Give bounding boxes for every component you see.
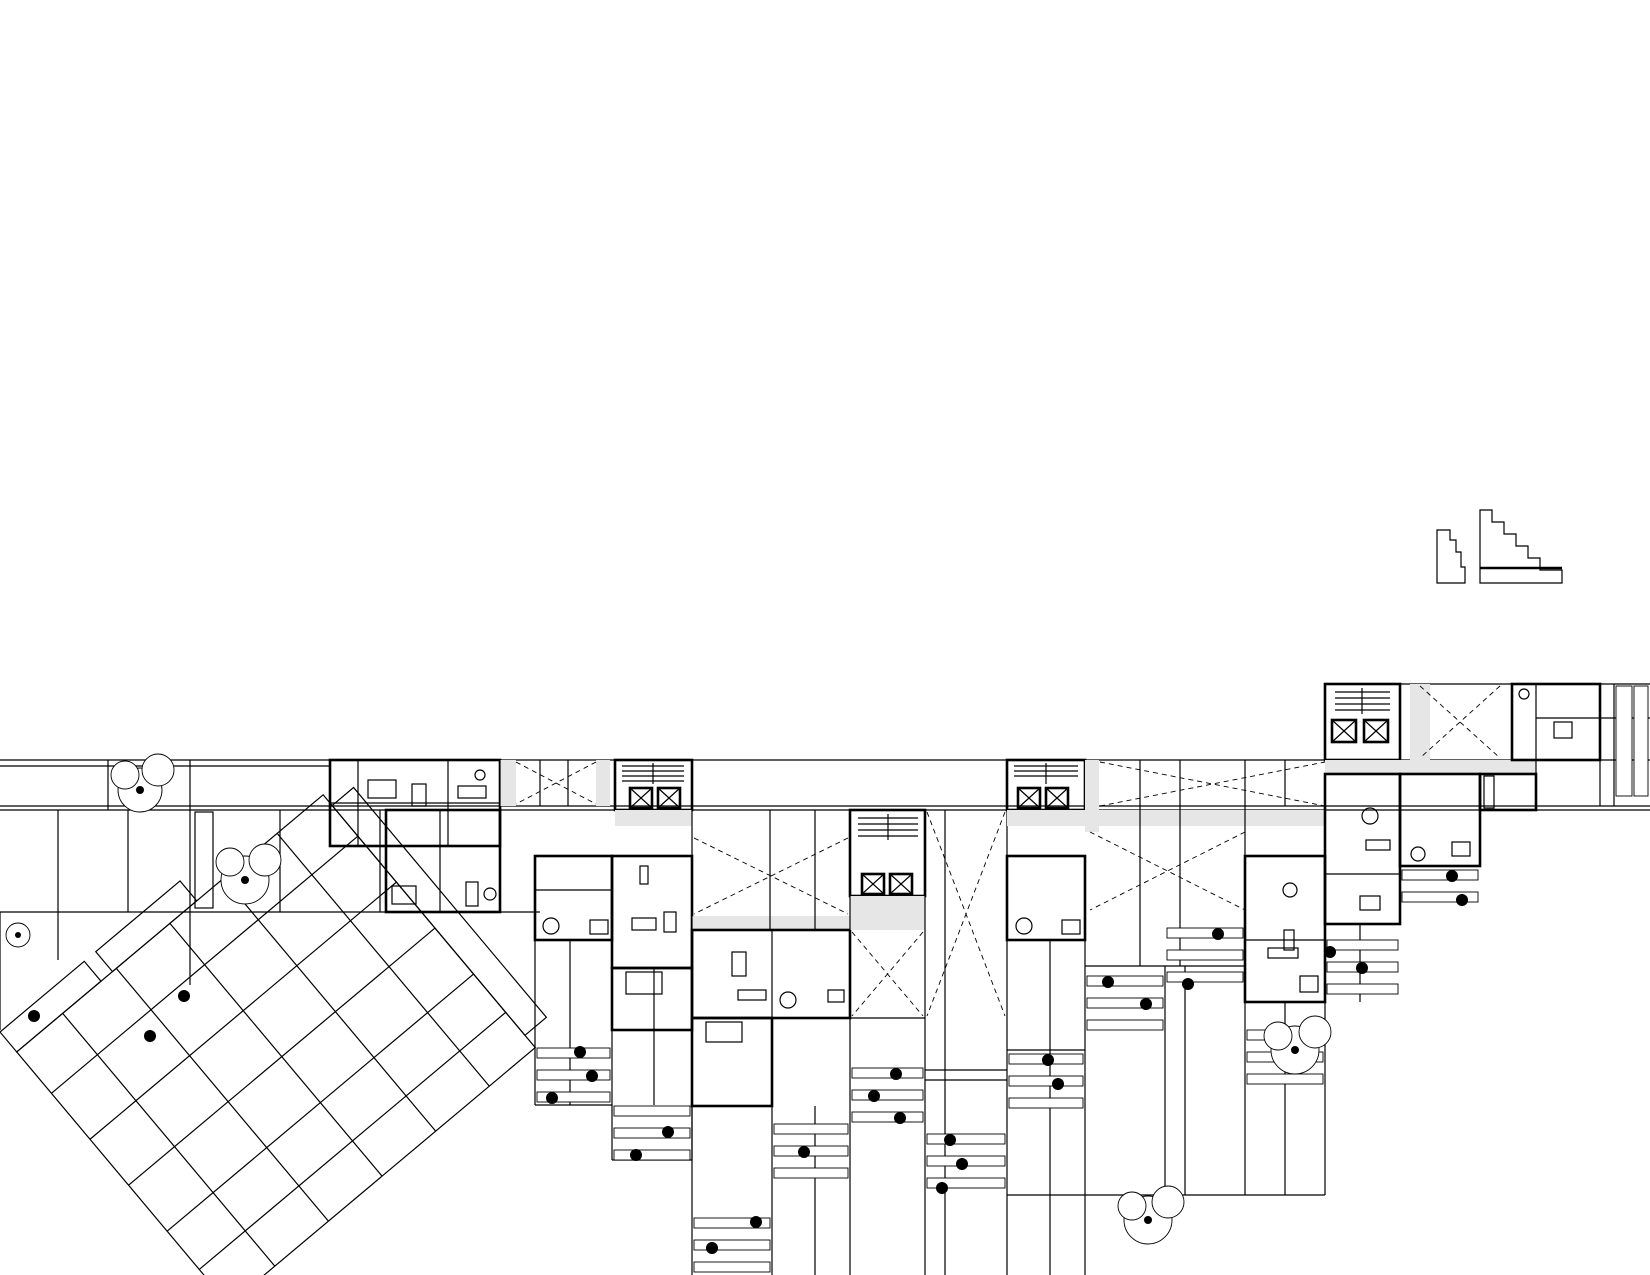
elevator-icon — [860, 872, 914, 896]
unit-block-b — [533, 854, 694, 1105]
left-courtyard — [0, 760, 381, 1030]
elevator-icon — [1016, 786, 1070, 810]
planter-icon — [851, 1067, 924, 1123]
key-plan-icon — [1436, 509, 1563, 584]
elevator-icon — [628, 786, 682, 810]
unit-block-d — [1243, 854, 1327, 1004]
tree-icon — [110, 753, 175, 813]
core-1 — [613, 758, 694, 826]
trees — [5, 753, 1468, 1254]
tree-icon — [1117, 1185, 1185, 1245]
planter-icon — [1086, 975, 1164, 1031]
elevator-icon — [1330, 718, 1390, 744]
core-3 — [1005, 758, 1099, 942]
rotated-wing — [0, 786, 548, 1275]
unit-block-c — [690, 928, 852, 1108]
stair-icon — [622, 763, 684, 784]
void-c — [851, 810, 1008, 1275]
planter-icon — [536, 1047, 611, 1103]
planter-icon — [693, 1217, 771, 1273]
core-4 — [1323, 682, 1602, 774]
tree-icon — [215, 843, 282, 905]
planter-icon — [1615, 685, 1649, 797]
planter-icon — [1401, 869, 1479, 903]
tree-icon — [5, 922, 31, 948]
unit-block-a — [328, 758, 502, 914]
void-a — [499, 760, 610, 912]
tree-icon — [1263, 1015, 1332, 1075]
planter-icon — [773, 1123, 849, 1179]
planter-icon — [1166, 927, 1244, 983]
core-2 — [848, 808, 927, 1275]
planter-icon — [613, 1105, 691, 1161]
